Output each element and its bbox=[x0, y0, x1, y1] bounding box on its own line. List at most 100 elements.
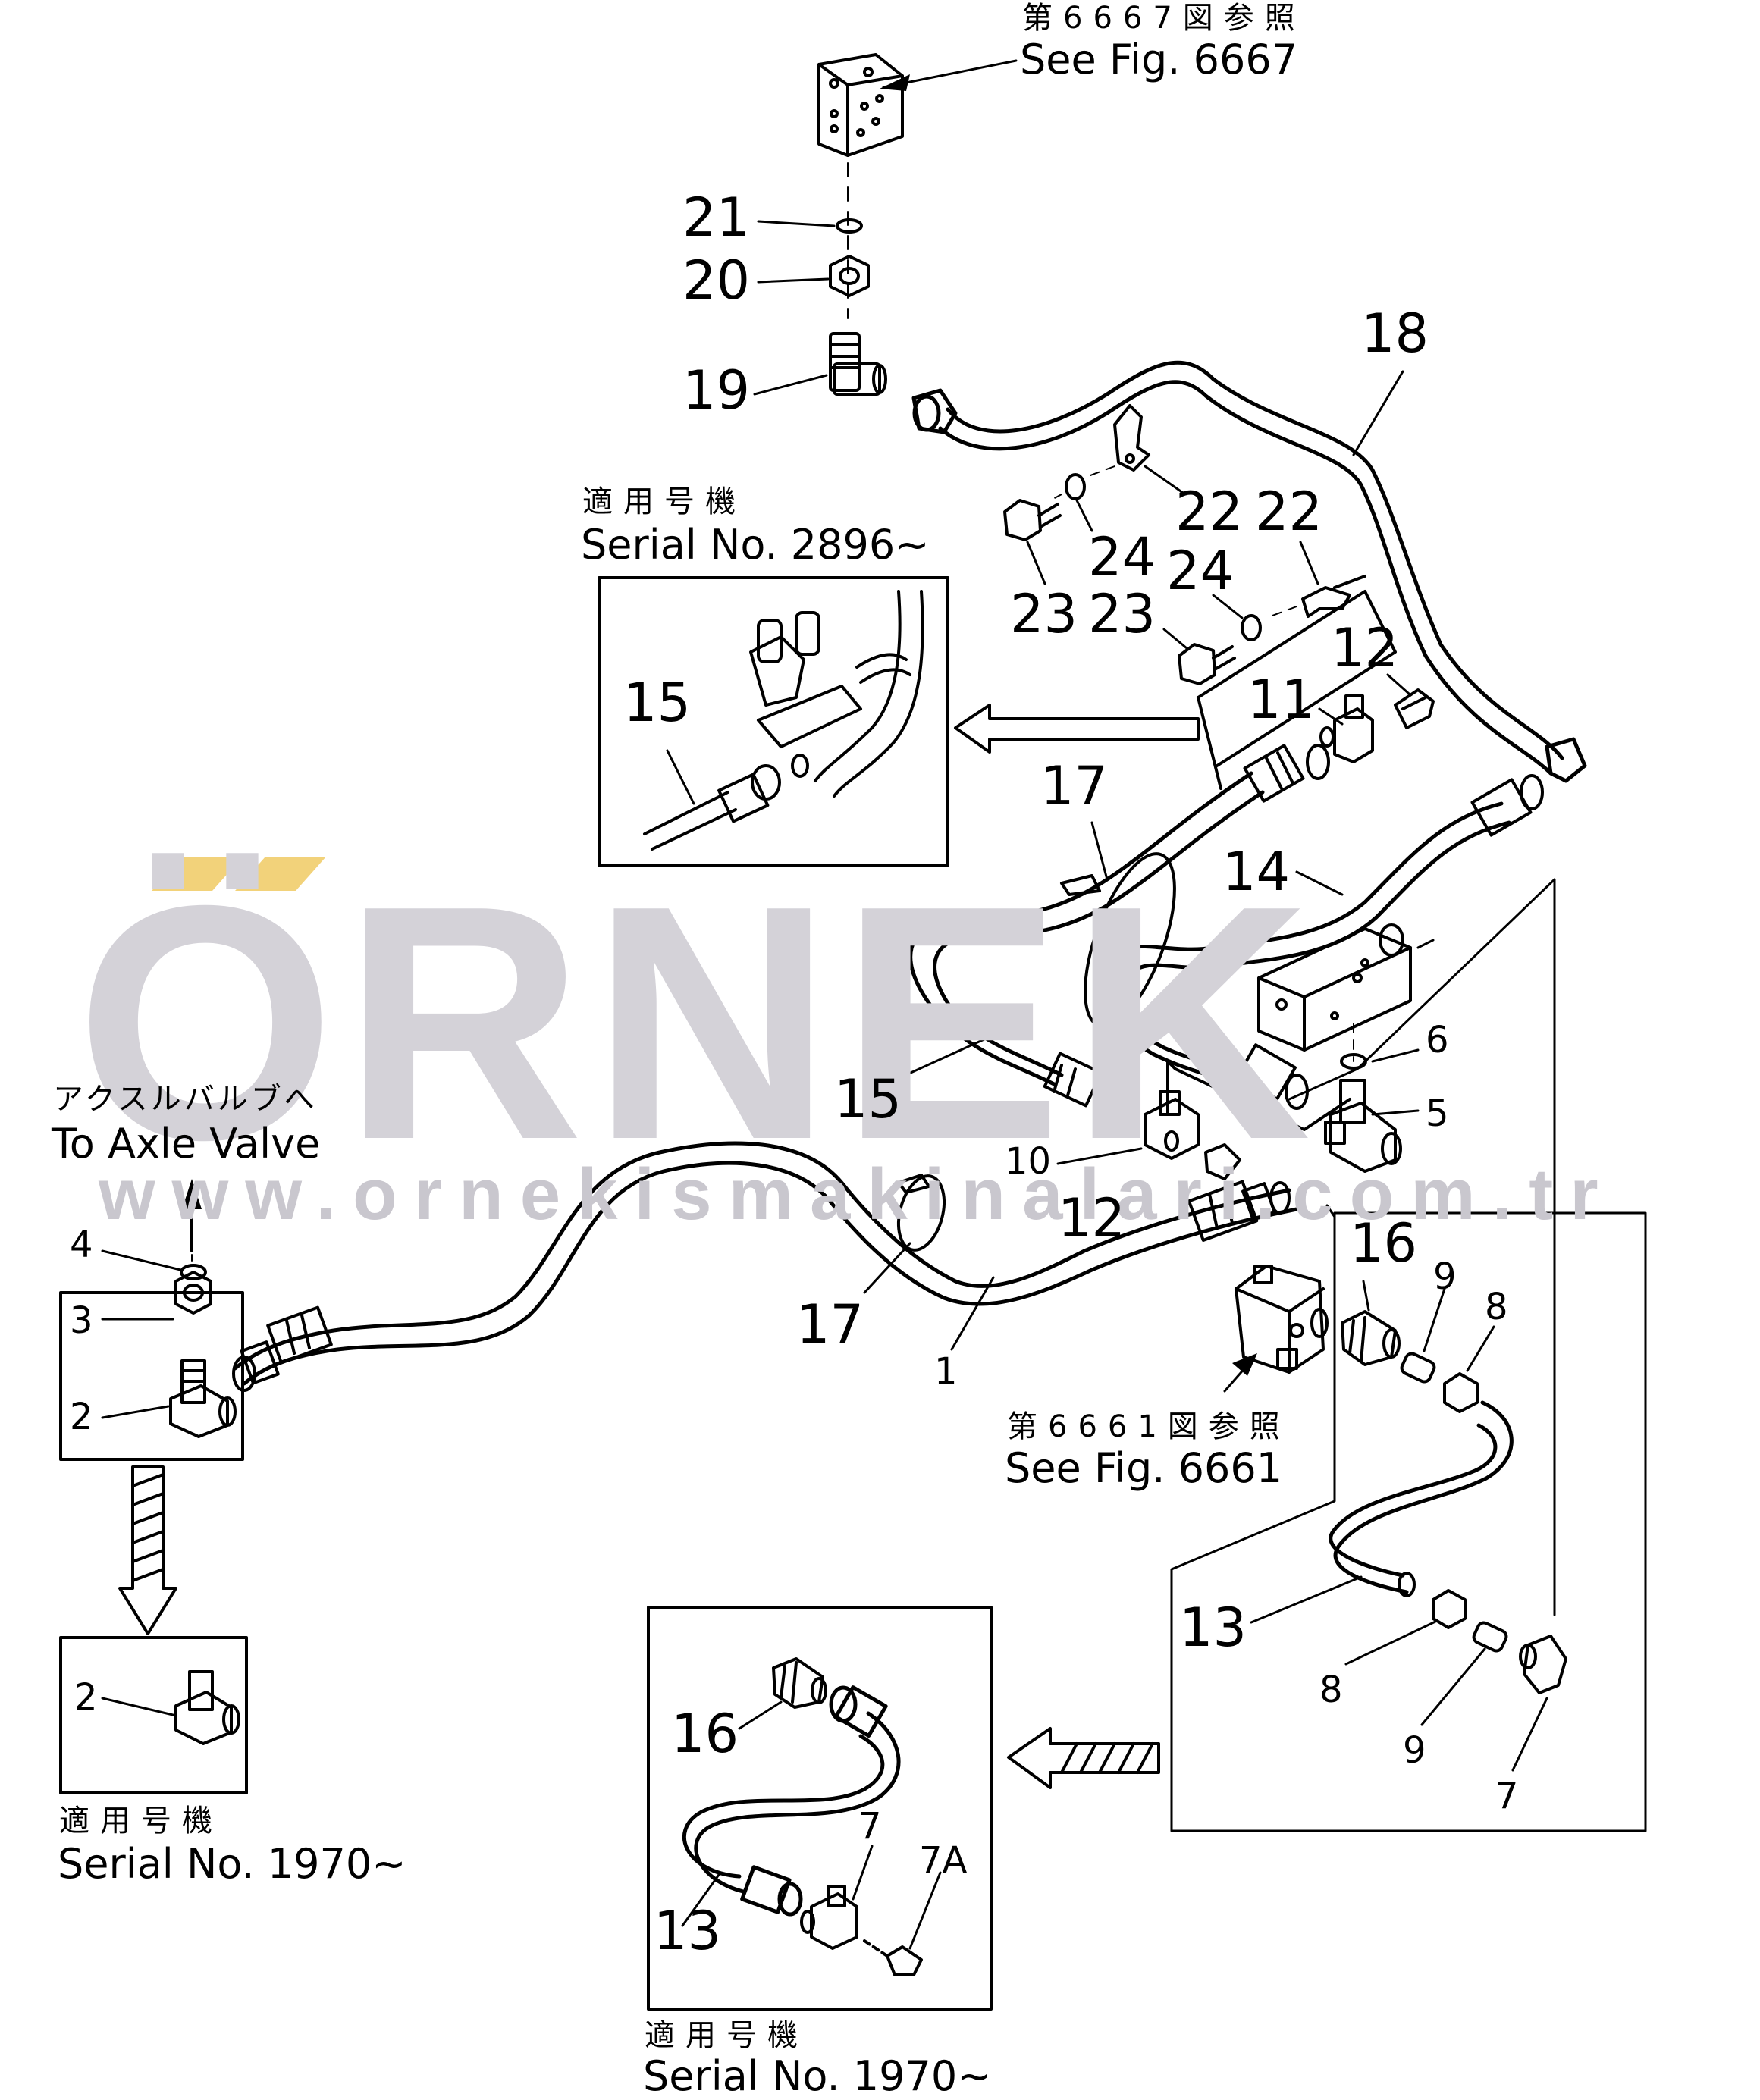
plug-12-lower bbox=[1204, 1143, 1241, 1180]
arrow-to-detail-2896 bbox=[954, 704, 1200, 754]
leader-22-upper bbox=[1144, 465, 1184, 494]
serial-1970-bottom-en: Serial No. 1970~ bbox=[643, 2052, 992, 2100]
leader-24-upper bbox=[1075, 499, 1093, 532]
callout-1: 1 bbox=[934, 1350, 958, 1393]
o-ring-4 bbox=[180, 1264, 207, 1280]
clamp-17-upper bbox=[1060, 852, 1176, 1028]
callout-9-mid: 9 bbox=[1433, 1255, 1457, 1298]
plug-12-upper bbox=[1394, 688, 1435, 729]
elbow-5 bbox=[1324, 1079, 1402, 1173]
callout-17-lower: 17 bbox=[796, 1293, 864, 1356]
callout-19: 19 bbox=[682, 359, 751, 422]
callout-18: 18 bbox=[1361, 302, 1429, 365]
bracket-15-10 bbox=[1166, 1060, 1351, 1131]
arrow-fig6667 bbox=[880, 74, 910, 91]
connector-9-mid bbox=[1400, 1352, 1436, 1384]
leader-16-mid bbox=[1362, 1280, 1370, 1312]
leader-22-lower bbox=[1299, 541, 1319, 585]
hose-13 bbox=[1329, 1400, 1514, 1594]
ref-axle-en: To Axle Valve bbox=[52, 1120, 321, 1168]
serial-1970-bottom-jp: 適用号機 bbox=[645, 2018, 808, 2053]
tee-7-detail bbox=[800, 1885, 858, 1950]
serial-2896-en: Serial No. 2896~ bbox=[581, 521, 930, 569]
leader-valve-mid bbox=[1416, 939, 1435, 949]
washer-24-lower bbox=[1241, 614, 1262, 641]
leader-18 bbox=[1352, 370, 1404, 456]
callout-16-detail: 16 bbox=[671, 1703, 739, 1765]
detail-box-1970-bottom bbox=[647, 1606, 993, 2011]
callout-2-upper: 2 bbox=[70, 1396, 93, 1438]
leader-4 bbox=[101, 1249, 182, 1271]
leader-21 bbox=[757, 220, 836, 227]
elbow-2-upper bbox=[169, 1359, 237, 1438]
callout-22-a: 22 bbox=[1175, 481, 1244, 543]
hose-14 bbox=[1100, 801, 1511, 1086]
axle-arrow-head bbox=[182, 1179, 202, 1209]
leader-1 bbox=[950, 1276, 995, 1351]
nut-20 bbox=[829, 255, 870, 297]
serial-2896-jp: 適用号機 bbox=[582, 484, 746, 519]
bolt-23-lower bbox=[1178, 643, 1236, 685]
leader-13-detail bbox=[681, 1871, 722, 1927]
elbow-19 bbox=[829, 332, 887, 396]
plug-7A-detail bbox=[863, 1939, 923, 1976]
leader-17-lower bbox=[863, 1242, 911, 1294]
bracket-link-11-12 bbox=[1197, 696, 1222, 790]
leader-10 bbox=[1056, 1147, 1143, 1165]
fitting-1-right bbox=[1187, 1180, 1291, 1242]
leader-15-detail bbox=[666, 749, 695, 805]
callout-24-b: 24 bbox=[1166, 540, 1235, 602]
detail-box-1970-left bbox=[59, 1636, 248, 1794]
leader-24-lower bbox=[1212, 594, 1244, 619]
hose-13-end bbox=[1398, 1572, 1416, 1597]
nut-8-mid bbox=[1443, 1372, 1479, 1413]
ref-fig6661-en: See Fig. 6661 bbox=[1005, 1444, 1283, 1492]
leader-9-lower bbox=[1420, 1647, 1486, 1726]
leader-5 bbox=[1371, 1109, 1420, 1116]
leader-23-lower bbox=[1162, 628, 1188, 650]
callout-8-lower: 8 bbox=[1319, 1669, 1343, 1711]
watermark-url: www.ornekismakinalari.com.tr bbox=[99, 1154, 1615, 1235]
leader-7-detail bbox=[852, 1845, 874, 1901]
callout-15-detail: 15 bbox=[623, 672, 692, 734]
o-ring-21 bbox=[836, 218, 863, 234]
detail-box-2896 bbox=[598, 576, 949, 867]
elbow-2-lower bbox=[174, 1670, 240, 1745]
valve-block-mid bbox=[1257, 923, 1412, 1052]
callout-8-mid: 8 bbox=[1485, 1286, 1508, 1328]
callout-6: 6 bbox=[1426, 1019, 1449, 1061]
ref-fig6667-en: See Fig. 6667 bbox=[1020, 36, 1298, 83]
callout-17-upper: 17 bbox=[1040, 755, 1109, 817]
callout-13-detail: 13 bbox=[654, 1900, 722, 1962]
leader-9-mid bbox=[1423, 1287, 1446, 1352]
callout-10: 10 bbox=[1005, 1140, 1052, 1183]
fitting-14-upper bbox=[1470, 774, 1544, 837]
callout-7A-detail: 7A bbox=[919, 1839, 968, 1882]
nut-8-lower bbox=[1432, 1589, 1467, 1629]
axis-22-lower bbox=[1266, 606, 1297, 619]
callout-12-b: 12 bbox=[1058, 1187, 1126, 1249]
leader-20 bbox=[757, 277, 830, 284]
callout-12-a: 12 bbox=[1331, 617, 1399, 679]
leader-19 bbox=[753, 374, 828, 396]
callout-23-b: 23 bbox=[1088, 583, 1156, 645]
striped-arrow-left bbox=[1007, 1727, 1160, 1789]
axis-24-upper bbox=[1049, 494, 1062, 501]
leader-11 bbox=[1318, 707, 1344, 726]
leader-14 bbox=[1295, 870, 1344, 896]
callout-11: 11 bbox=[1247, 669, 1316, 731]
leader-13-main bbox=[1250, 1575, 1363, 1624]
callout-24-a: 24 bbox=[1088, 526, 1156, 588]
ref-axle-jp: アクスルバルブへ bbox=[53, 1082, 318, 1117]
detail-2896-contents bbox=[643, 590, 924, 851]
tee-11 bbox=[1319, 694, 1374, 763]
callout-7-detail: 7 bbox=[858, 1805, 882, 1848]
nut-3 bbox=[174, 1271, 212, 1315]
serial-1970-left-jp: 適用号機 bbox=[59, 1804, 223, 1838]
valve-block-top bbox=[817, 53, 904, 157]
tee-10 bbox=[1144, 1090, 1200, 1160]
leader-2-lower bbox=[101, 1697, 174, 1716]
leader-7-lower bbox=[1511, 1697, 1548, 1772]
bracket-11-12 bbox=[1197, 590, 1397, 767]
leader-7A-detail bbox=[908, 1871, 942, 1950]
